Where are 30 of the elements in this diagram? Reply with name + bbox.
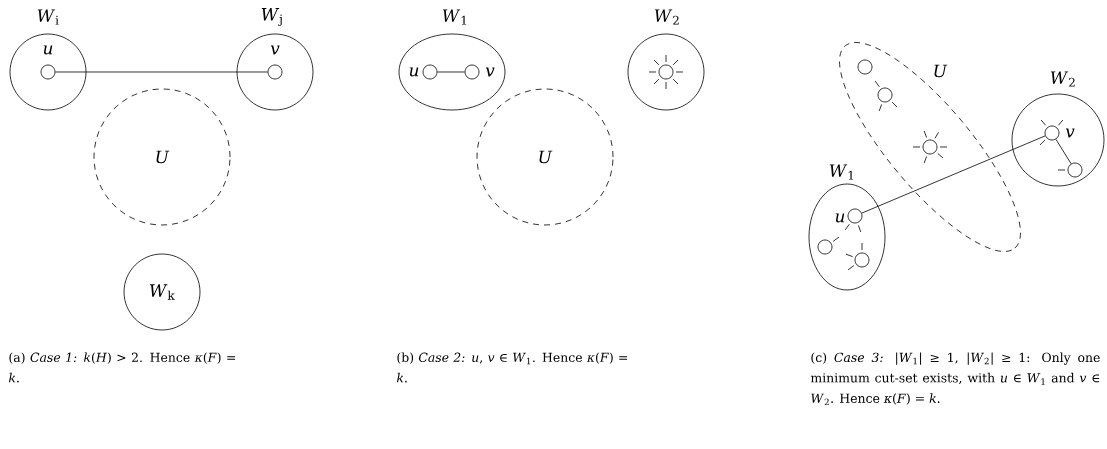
- edge: [1055, 138, 1072, 165]
- set-label: W$_{j}$: [261, 8, 282, 26]
- vertex-label: v: [270, 45, 280, 55]
- set-label: W$_{1}$: [829, 164, 854, 180]
- subfigure-caption: (a) Case 1: k(H) > 2. Hence κ(F) = k.: [8, 352, 236, 383]
- vertex-label: u: [835, 213, 845, 223]
- cut-set-region: U: [93, 88, 231, 226]
- subfigure-caption: (b) Case 2: u, v ∈ W$_{1}$. Hence κ(F) = k.: [396, 352, 628, 383]
- vertex: [1057, 162, 1083, 178]
- vertex: [874, 80, 898, 112]
- vertex-label: u: [43, 45, 53, 55]
- vertex-label: v: [485, 67, 495, 77]
- vertex: [817, 236, 840, 255]
- cut-set-region: U: [476, 88, 614, 226]
- vertex: [648, 54, 684, 90]
- set-label: W$_{1}$: [442, 9, 467, 25]
- vertex-label: v: [1065, 128, 1075, 138]
- set-label: W$_{i}$: [37, 9, 59, 25]
- vertex: [857, 59, 873, 75]
- edge: [437, 71, 465, 73]
- set-label: W$_{2}$: [654, 9, 679, 25]
- edge: [55, 71, 268, 73]
- vertex-set: W$_{k}$: [123, 253, 201, 331]
- vertex: [845, 242, 870, 271]
- vertex-label: u: [409, 67, 419, 77]
- subfigure-caption: (c) Case 3: |W$_{1}$| ≥ 1, |W$_{2}$| ≥ 1: Only one minimum cut-set exists, with u ∈ W$_{1}$ and v ∈ W$_{2}$. Hence κ(F) = k.: [810, 352, 1100, 406]
- set-label: W$_{2}$: [1050, 71, 1075, 87]
- set-label: U: [934, 64, 948, 78]
- edge: [861, 135, 1046, 214]
- vertex: [912, 130, 948, 164]
